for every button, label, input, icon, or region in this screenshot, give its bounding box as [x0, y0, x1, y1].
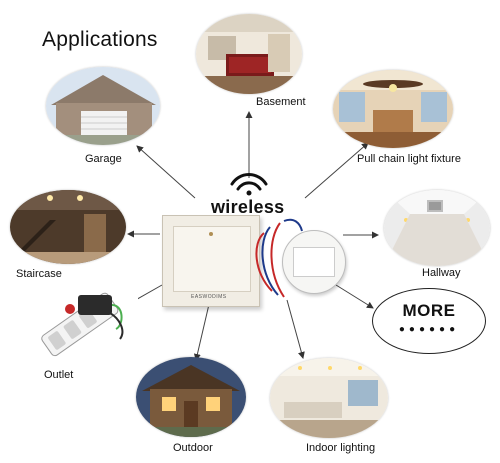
- pull-chain-fixture-photo: [333, 70, 453, 148]
- basement-label: Basement: [256, 96, 306, 108]
- outlet-label: Outlet: [44, 369, 74, 381]
- receiver-wires: [255, 218, 303, 298]
- page-title: Applications: [42, 28, 158, 51]
- outdoor-label: Outdoor: [173, 442, 213, 454]
- outdoor-photo: [136, 357, 246, 437]
- staircase-photo: [10, 190, 126, 264]
- receiver-label-plate: [293, 247, 335, 277]
- arrow-garage: [136, 145, 196, 199]
- hallway-label: Hallway: [422, 267, 461, 279]
- indoor-lighting-label: Indoor lighting: [306, 442, 376, 454]
- indoor-lighting-photo: [270, 358, 388, 438]
- switch-led: [209, 232, 213, 236]
- more-label: MORE: [402, 301, 456, 320]
- receiver-module: [282, 230, 346, 294]
- garage-photo: [46, 67, 160, 145]
- arrow-outdoor: [193, 299, 211, 361]
- pull-chain-label: Pull chain light fixture: [357, 153, 461, 165]
- arrow-pullchain: [304, 142, 369, 199]
- basement-photo: [196, 14, 302, 94]
- staircase-label: Staircase: [16, 268, 62, 280]
- hallway-photo: [384, 190, 490, 266]
- arrow-more: [335, 284, 374, 309]
- garage-label: Garage: [85, 153, 122, 165]
- switch-brand: EASWODIMS: [191, 294, 227, 300]
- more-dots: ●●●●●●: [398, 324, 460, 335]
- wireless-text: wireless: [211, 197, 285, 217]
- wireless-switch: EASWODIMS: [162, 215, 260, 307]
- more-bubble: MORE ●●●●●●: [372, 288, 486, 354]
- switch-rocker: [173, 226, 251, 292]
- outlet-photo: [20, 285, 138, 363]
- wireless-signal-icon: [230, 173, 268, 196]
- arrow-indoor: [286, 299, 305, 359]
